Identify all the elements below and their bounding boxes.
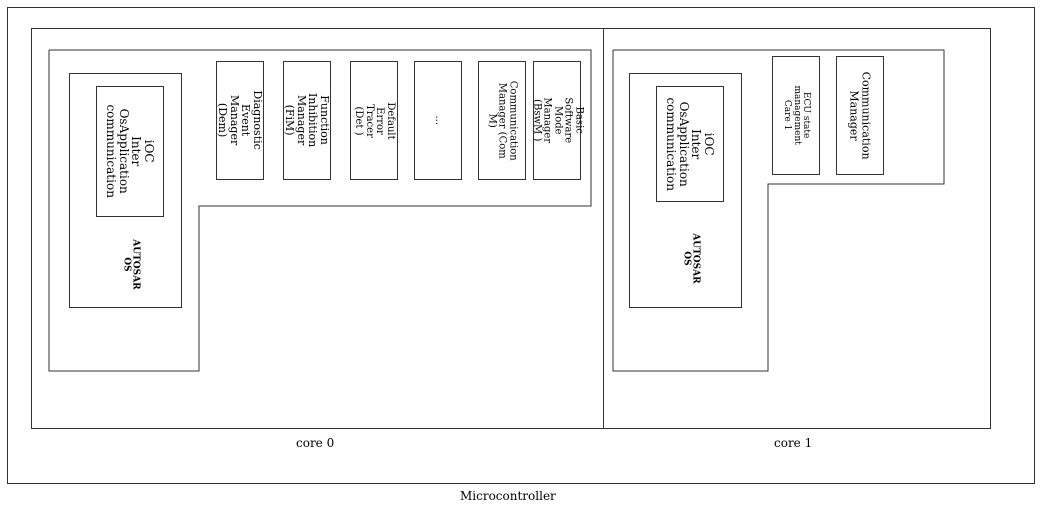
module-dem: Diagnostic Event Manager (Dem) <box>216 61 264 180</box>
module-ellipsis: ... <box>414 61 462 180</box>
module-comm: Communication Manager (Com M) <box>478 61 526 180</box>
module-bswm: Basic Software Mode Manager (BswM ) <box>531 61 584 180</box>
core-0-ioc-box: iOC Inter OsApplication communication <box>96 86 164 217</box>
microcontroller-label: Microcontroller <box>460 489 556 503</box>
core-1-label: core 1 <box>774 436 813 450</box>
module-ecu-state-label: ECU state management Care 1 <box>782 85 812 146</box>
module-core1-comm-label: Communication Manager <box>848 71 873 160</box>
core-1-os-label: AUTOSAR OS <box>681 232 701 284</box>
module-core1-comm: Communication Manager <box>836 56 884 175</box>
core-1-ioc-box: iOC Inter OsApplication communication <box>656 86 724 202</box>
core-1-ioc-label: iOC Inter OsApplication communication <box>664 97 717 191</box>
module-fim: Function Inhibition Manager (FiM) <box>283 61 331 180</box>
module-det: Default Error Tracer (Det ) <box>350 61 398 180</box>
module-ecu-state: ECU state management Care 1 <box>772 56 820 175</box>
core-0-label: core 0 <box>296 436 335 450</box>
